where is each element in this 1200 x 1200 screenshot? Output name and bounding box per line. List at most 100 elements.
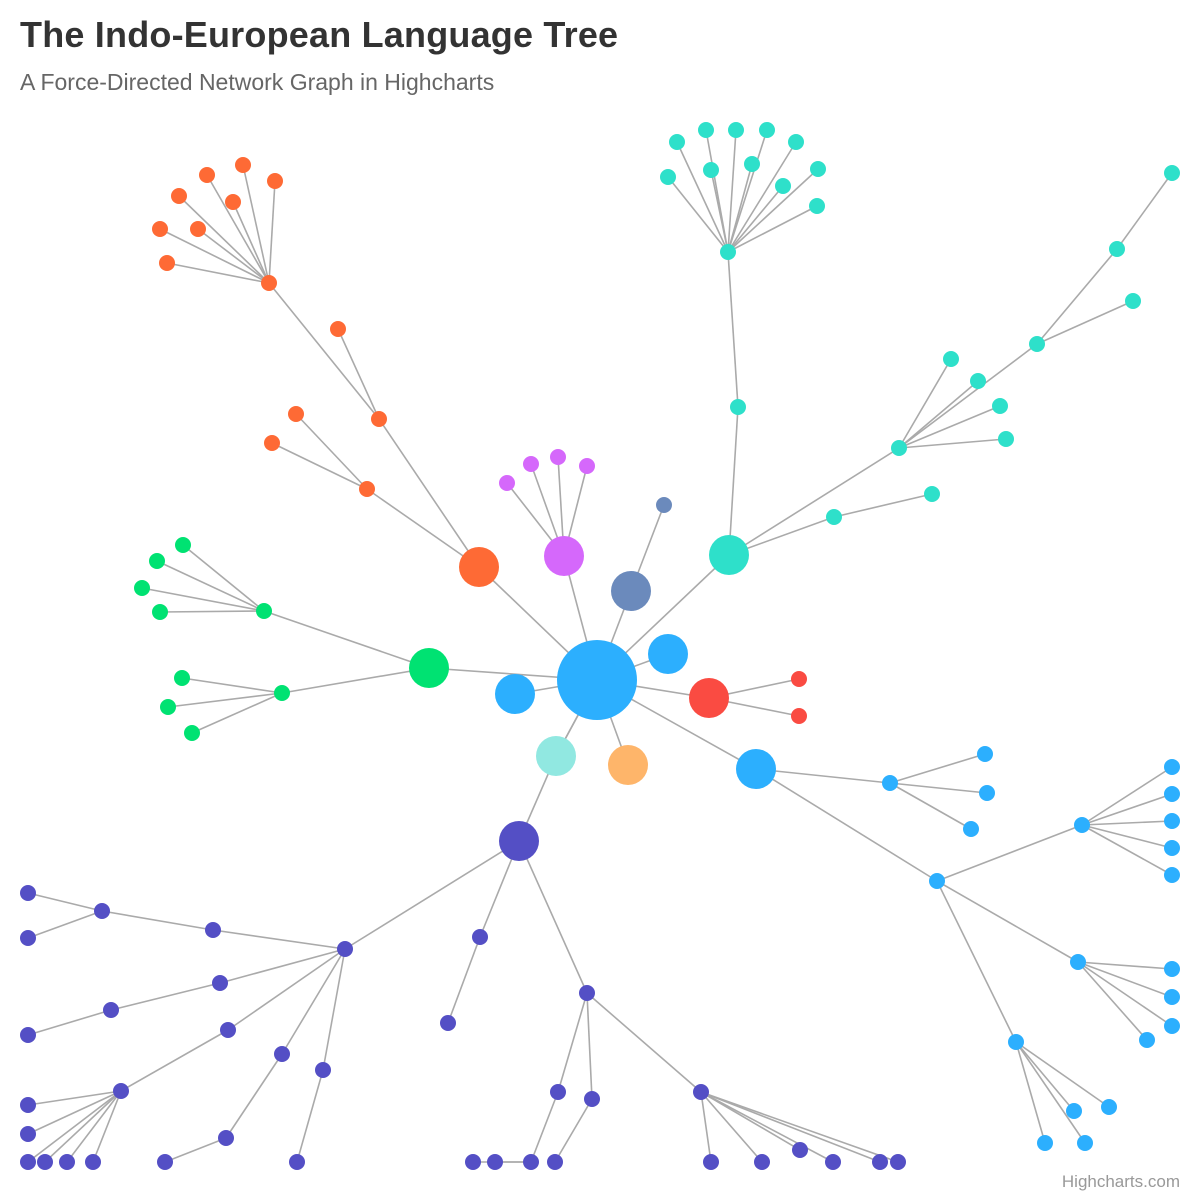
graph-node[interactable] bbox=[37, 1154, 53, 1170]
graph-node[interactable] bbox=[611, 571, 651, 611]
graph-node[interactable] bbox=[199, 167, 215, 183]
graph-node[interactable] bbox=[371, 411, 387, 427]
graph-node[interactable] bbox=[440, 1015, 456, 1031]
graph-node[interactable] bbox=[256, 603, 272, 619]
graph-node[interactable] bbox=[809, 198, 825, 214]
graph-node[interactable] bbox=[1164, 165, 1180, 181]
graph-node[interactable] bbox=[523, 456, 539, 472]
graph-node[interactable] bbox=[499, 475, 515, 491]
graph-node[interactable] bbox=[174, 670, 190, 686]
graph-node[interactable] bbox=[330, 321, 346, 337]
graph-node[interactable] bbox=[152, 221, 168, 237]
graph-node[interactable] bbox=[736, 749, 776, 789]
graph-node[interactable] bbox=[791, 708, 807, 724]
graph-node[interactable] bbox=[698, 122, 714, 138]
graph-node[interactable] bbox=[160, 699, 176, 715]
graph-node[interactable] bbox=[1037, 1135, 1053, 1151]
graph-node[interactable] bbox=[184, 725, 200, 741]
graph-node[interactable] bbox=[992, 398, 1008, 414]
graph-node[interactable] bbox=[288, 406, 304, 422]
graph-node[interactable] bbox=[890, 1154, 906, 1170]
graph-node[interactable] bbox=[693, 1084, 709, 1100]
graph-node[interactable] bbox=[212, 975, 228, 991]
graph-node[interactable] bbox=[1164, 989, 1180, 1005]
graph-node[interactable] bbox=[267, 173, 283, 189]
graph-node[interactable] bbox=[943, 351, 959, 367]
graph-node[interactable] bbox=[1125, 293, 1141, 309]
graph-node[interactable] bbox=[703, 1154, 719, 1170]
graph-node[interactable] bbox=[495, 674, 535, 714]
graph-node[interactable] bbox=[205, 922, 221, 938]
graph-node[interactable] bbox=[656, 497, 672, 513]
graph-node[interactable] bbox=[261, 275, 277, 291]
graph-node[interactable] bbox=[190, 221, 206, 237]
graph-node[interactable] bbox=[1164, 961, 1180, 977]
graph-node[interactable] bbox=[669, 134, 685, 150]
graph-node[interactable] bbox=[264, 435, 280, 451]
graph-node-root[interactable] bbox=[557, 640, 637, 720]
graph-node[interactable] bbox=[584, 1091, 600, 1107]
graph-node[interactable] bbox=[459, 547, 499, 587]
graph-node[interactable] bbox=[20, 885, 36, 901]
graph-node[interactable] bbox=[744, 156, 760, 172]
graph-node[interactable] bbox=[134, 580, 150, 596]
graph-node[interactable] bbox=[579, 458, 595, 474]
graph-node[interactable] bbox=[235, 157, 251, 173]
graph-node[interactable] bbox=[1164, 1018, 1180, 1034]
graph-node[interactable] bbox=[1164, 759, 1180, 775]
graph-node[interactable] bbox=[775, 178, 791, 194]
graph-node[interactable] bbox=[882, 775, 898, 791]
graph-node[interactable] bbox=[274, 1046, 290, 1062]
graph-node[interactable] bbox=[703, 162, 719, 178]
graph-node[interactable] bbox=[550, 1084, 566, 1100]
graph-node[interactable] bbox=[218, 1130, 234, 1146]
graph-node[interactable] bbox=[1139, 1032, 1155, 1048]
credits-link[interactable]: Highcharts.com bbox=[1061, 1172, 1180, 1191]
graph-node[interactable] bbox=[59, 1154, 75, 1170]
graph-node[interactable] bbox=[709, 535, 749, 575]
graph-node[interactable] bbox=[963, 821, 979, 837]
graph-nodes[interactable] bbox=[20, 122, 1180, 1170]
graph-node[interactable] bbox=[94, 903, 110, 919]
graph-node[interactable] bbox=[157, 1154, 173, 1170]
graph-node[interactable] bbox=[825, 1154, 841, 1170]
graph-node[interactable] bbox=[1074, 817, 1090, 833]
graph-node[interactable] bbox=[274, 685, 290, 701]
graph-node[interactable] bbox=[103, 1002, 119, 1018]
graph-node[interactable] bbox=[810, 161, 826, 177]
graph-node[interactable] bbox=[472, 929, 488, 945]
graph-node[interactable] bbox=[499, 821, 539, 861]
graph-node[interactable] bbox=[337, 941, 353, 957]
graph-node[interactable] bbox=[1164, 813, 1180, 829]
graph-node[interactable] bbox=[788, 134, 804, 150]
graph-node[interactable] bbox=[20, 1126, 36, 1142]
graph-node[interactable] bbox=[1066, 1103, 1082, 1119]
graph-node[interactable] bbox=[929, 873, 945, 889]
graph-node[interactable] bbox=[536, 736, 576, 776]
graph-node[interactable] bbox=[754, 1154, 770, 1170]
graph-node[interactable] bbox=[487, 1154, 503, 1170]
graph-node[interactable] bbox=[1164, 867, 1180, 883]
graph-node[interactable] bbox=[20, 930, 36, 946]
graph-node[interactable] bbox=[872, 1154, 888, 1170]
graph-node[interactable] bbox=[1164, 840, 1180, 856]
graph-node[interactable] bbox=[1029, 336, 1045, 352]
graph-node[interactable] bbox=[970, 373, 986, 389]
graph-node[interactable] bbox=[977, 746, 993, 762]
graph-node[interactable] bbox=[1008, 1034, 1024, 1050]
graph-node[interactable] bbox=[289, 1154, 305, 1170]
graph-node[interactable] bbox=[149, 553, 165, 569]
graph-node[interactable] bbox=[465, 1154, 481, 1170]
graph-node[interactable] bbox=[608, 745, 648, 785]
graph-node[interactable] bbox=[409, 648, 449, 688]
graph-node[interactable] bbox=[998, 431, 1014, 447]
graph-node[interactable] bbox=[20, 1027, 36, 1043]
graph-node[interactable] bbox=[791, 671, 807, 687]
graph-node[interactable] bbox=[979, 785, 995, 801]
graph-node[interactable] bbox=[660, 169, 676, 185]
graph-node[interactable] bbox=[792, 1142, 808, 1158]
graph-node[interactable] bbox=[550, 449, 566, 465]
graph-node[interactable] bbox=[648, 634, 688, 674]
graph-node[interactable] bbox=[1077, 1135, 1093, 1151]
